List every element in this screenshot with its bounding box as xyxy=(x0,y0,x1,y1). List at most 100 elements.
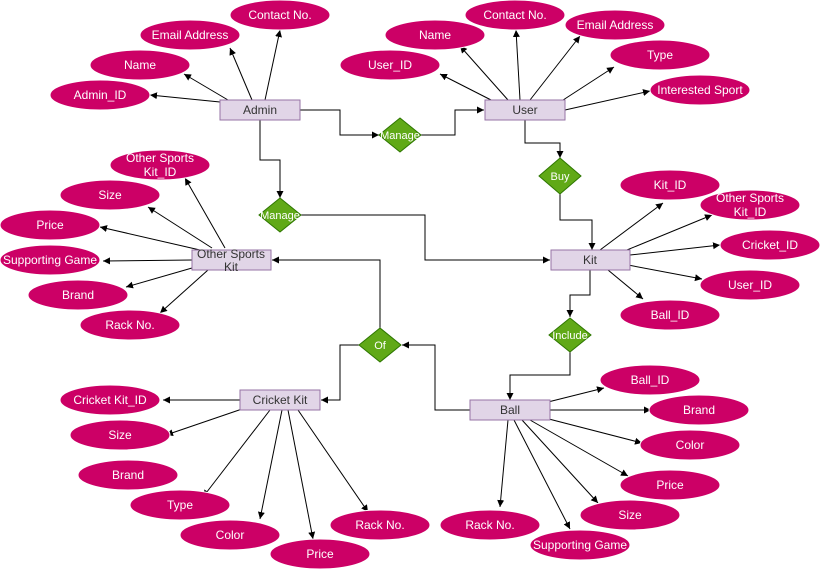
attr-user-contact[interactable] xyxy=(464,0,566,31)
attr-ck-size[interactable] xyxy=(69,419,171,451)
attr-ck-size-label: Size xyxy=(108,428,132,442)
attr-osk-size-label: Size xyxy=(98,188,122,202)
attr-kit-cricket-id[interactable] xyxy=(719,229,821,261)
relationship-buy[interactable] xyxy=(538,157,582,195)
relationship-manage-left-label: Manage xyxy=(260,210,300,222)
attr-admin-id[interactable] xyxy=(49,79,151,111)
edge-user-sport xyxy=(564,89,651,111)
attr-admin-id-label: Admin_ID xyxy=(74,88,127,102)
attr-ball-game[interactable] xyxy=(529,529,631,561)
attr-ck-price[interactable] xyxy=(269,538,371,570)
edge-kit-cricket-id xyxy=(629,242,721,256)
attr-ball-price-label: Price xyxy=(656,478,684,492)
edge-buy-kit xyxy=(559,193,596,250)
relationship-buy-label: Buy xyxy=(551,171,570,183)
edge-user-email xyxy=(529,35,581,101)
attr-kit-id[interactable] xyxy=(619,169,721,201)
relationship-include[interactable] xyxy=(548,317,592,353)
entity-other-sports-kit[interactable] xyxy=(191,249,272,271)
attr-user-sport[interactable] xyxy=(649,74,751,106)
attr-ball-size[interactable] xyxy=(579,499,681,531)
entity-ball[interactable] xyxy=(469,399,551,421)
attr-ball-game-label: Supporting Game xyxy=(533,538,627,552)
attr-osk-price[interactable] xyxy=(0,209,101,241)
relationship-of-label: Of xyxy=(374,340,387,352)
attr-ck-type[interactable] xyxy=(129,489,231,521)
entity-admin[interactable] xyxy=(219,99,301,121)
attr-osk-size[interactable] xyxy=(59,179,161,211)
attr-ball-price[interactable] xyxy=(619,469,721,501)
entity-other-sports-kit-label-2: Kit xyxy=(224,260,239,274)
attr-admin-email-label: Email Address xyxy=(152,28,229,42)
edge-osk-rack xyxy=(159,269,209,314)
attr-osk-brand-label: Brand xyxy=(62,288,94,302)
entity-user[interactable] xyxy=(484,99,566,121)
entity-kit-label: Kit xyxy=(583,253,598,267)
edge-ball-color xyxy=(544,417,643,445)
entity-admin-label: Admin xyxy=(243,103,277,117)
entity-other-sports-kit-label-1: Other Sports xyxy=(197,247,265,261)
attr-ck-rack[interactable] xyxy=(329,509,431,541)
attr-osk-id-label-2: Kit_ID xyxy=(144,165,177,179)
attr-kit-other-id-label-1: Other Sports xyxy=(716,191,784,205)
attr-kit-ball-id-label: Ball_ID xyxy=(651,308,690,322)
attr-ck-brand-label: Brand xyxy=(112,468,144,482)
attr-admin-contact[interactable] xyxy=(229,0,331,31)
edge-admin-id xyxy=(149,92,221,103)
edge-admin-manage xyxy=(300,109,379,139)
attr-user-type[interactable] xyxy=(609,39,711,71)
attr-kit-user-id[interactable] xyxy=(699,269,801,301)
attr-user-id[interactable] xyxy=(339,49,441,81)
edge-kit-include xyxy=(566,270,591,317)
attr-admin-email[interactable] xyxy=(139,19,241,51)
attr-ball-id-label: Ball_ID xyxy=(631,373,670,387)
attr-osk-rack[interactable] xyxy=(79,309,181,341)
attr-ball-color[interactable] xyxy=(639,429,741,461)
attr-user-email[interactable] xyxy=(564,9,666,41)
relationship-manage-top[interactable] xyxy=(378,117,422,153)
attr-ck-brand[interactable] xyxy=(77,459,179,491)
attr-osk-id[interactable] xyxy=(109,149,211,181)
attr-kit-other-id-label-2: Kit_ID xyxy=(734,205,767,219)
relationship-include-label: Include xyxy=(552,330,587,342)
edge-admin-email xyxy=(229,47,253,101)
entities: Admin User Other Sports Kit Kit Cricket … xyxy=(191,99,631,421)
attr-kit-other-id[interactable] xyxy=(699,189,801,221)
entity-cricket-kit[interactable] xyxy=(239,389,321,411)
relationship-of[interactable] xyxy=(358,327,402,363)
attr-user-name[interactable] xyxy=(384,19,486,51)
edge-ball-id xyxy=(547,386,605,403)
attr-osk-game[interactable] xyxy=(0,244,101,276)
edge-osk-size xyxy=(147,206,213,249)
attr-osk-brand[interactable] xyxy=(27,279,129,311)
attr-ball-rack[interactable] xyxy=(439,509,541,541)
relationship-manage-top-label: Manage xyxy=(380,130,420,142)
relationship-manage-left[interactable] xyxy=(258,197,302,233)
attr-ck-price-label: Price xyxy=(306,547,334,561)
attr-ball-brand[interactable] xyxy=(648,394,750,426)
edge-osk-price xyxy=(99,225,201,251)
entity-kit[interactable] xyxy=(550,249,631,271)
edge-kit-ball-id xyxy=(607,269,644,300)
edge-ck-size xyxy=(165,407,246,437)
attr-user-sport-label: Interested Sport xyxy=(657,83,743,97)
attr-ck-rack-label: Rack No. xyxy=(355,518,404,532)
edge-osk-brand xyxy=(125,267,193,289)
edge-admin-contact xyxy=(264,29,282,101)
attr-ck-id[interactable] xyxy=(59,384,161,416)
attr-kit-ball-id[interactable] xyxy=(619,299,721,331)
edges xyxy=(99,29,721,540)
edge-admin-name xyxy=(183,73,229,101)
attr-admin-name[interactable] xyxy=(89,49,191,81)
entity-cricket-kit-label: Cricket Kit xyxy=(253,393,308,407)
attr-kit-id-label: Kit_ID xyxy=(654,178,687,192)
attr-ball-id[interactable] xyxy=(599,364,701,396)
edge-of-osk xyxy=(272,256,381,328)
attr-ck-color[interactable] xyxy=(179,519,281,551)
attr-ball-brand-label: Brand xyxy=(683,403,715,417)
edge-kit-id xyxy=(599,202,664,251)
edge-kit-other-id xyxy=(621,214,713,253)
edge-kit-user-id xyxy=(627,264,703,282)
attr-user-name-label: Name xyxy=(419,28,451,42)
